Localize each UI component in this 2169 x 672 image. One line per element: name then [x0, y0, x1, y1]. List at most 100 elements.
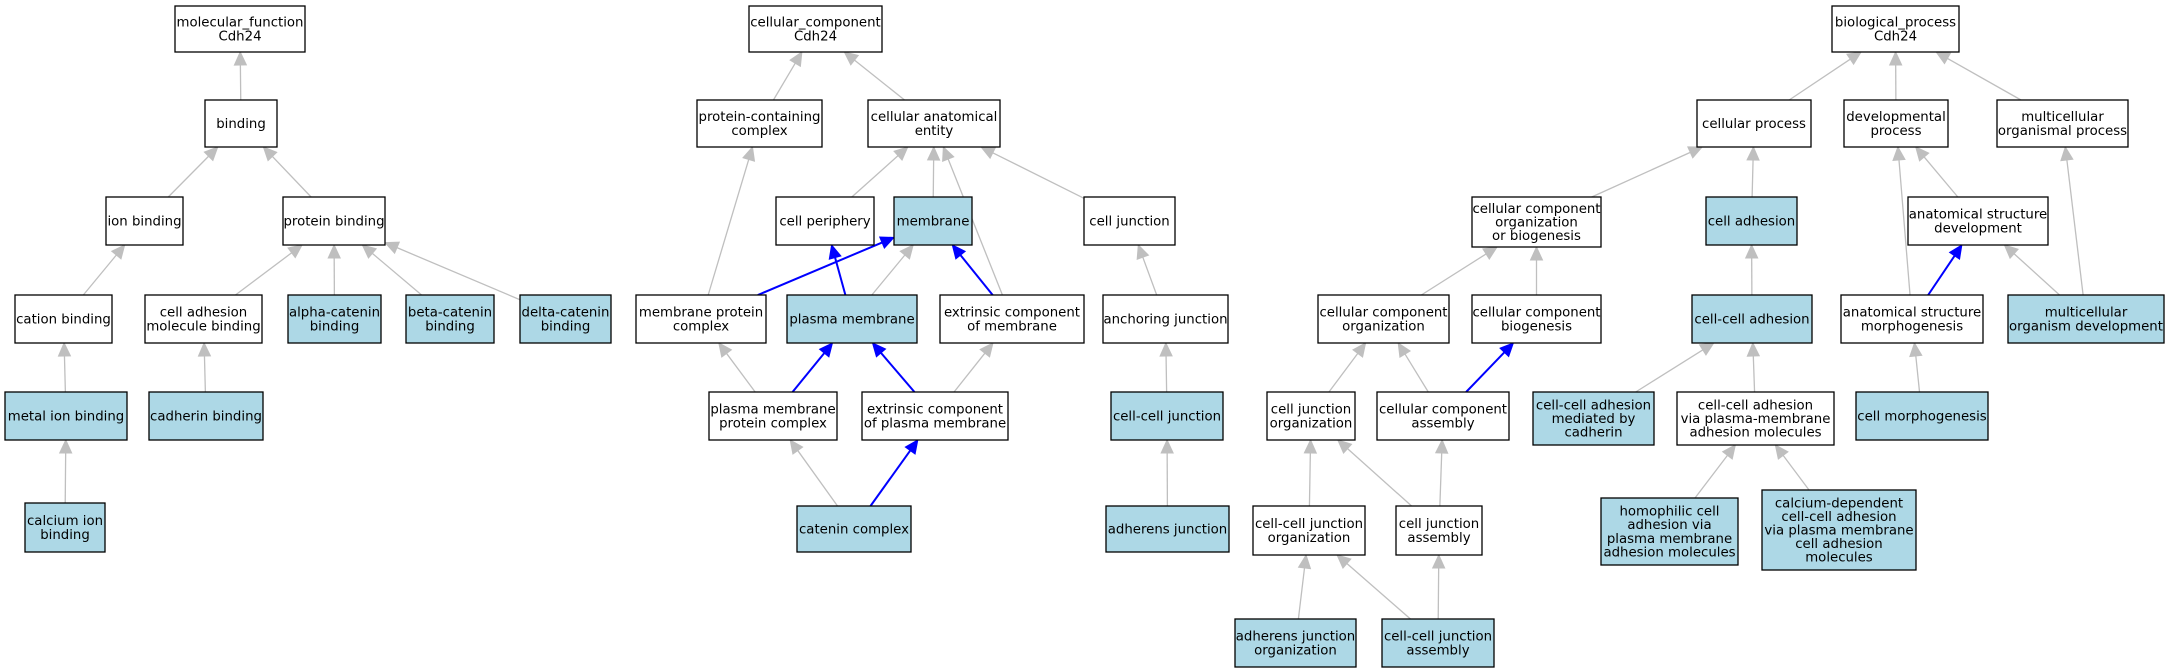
go-term-node-membrane[interactable]: membrane [893, 196, 973, 246]
arrowhead-icon [818, 342, 834, 358]
go-term-node-cation_binding[interactable]: cation binding [14, 294, 113, 344]
node-label-line: cell junction [1399, 517, 1479, 532]
node-label-line: adhesion via [1627, 518, 1711, 533]
node-box [1317, 294, 1450, 344]
arrowhead-icon [57, 341, 72, 357]
edge-line [1404, 353, 1429, 393]
node-label-line: protein binding [283, 215, 384, 230]
edge-cell_adhesion_molecule_binding-to-protein_binding [235, 244, 303, 296]
arrowhead-icon [718, 342, 733, 358]
node-label-line: of membrane [967, 319, 1057, 334]
edge-calcium_ion_binding-to-metal_ion_binding [58, 438, 73, 504]
go-term-node-anchoring_junction[interactable]: anchoring junction [1102, 294, 1229, 344]
go-term-node-adherens_junction[interactable]: adherens junction [1105, 505, 1230, 553]
node-label-line: Cdh24 [218, 29, 261, 44]
node-box [1376, 391, 1510, 441]
node-label-line: morphogenesis [1861, 319, 1963, 334]
node-label-line: adhesion molecules [1689, 426, 1821, 441]
go-term-node-cell_adhesion[interactable]: cell adhesion [1705, 196, 1798, 246]
edge-ion_binding-to-binding [167, 146, 219, 198]
arrowhead-icon [1482, 246, 1499, 260]
node-label-line: catenin complex [799, 523, 909, 538]
go-term-node-protein_binding[interactable]: protein binding [282, 196, 386, 246]
node-label-line: molecular_function [177, 16, 304, 31]
arrowhead-icon [1746, 145, 1760, 161]
node-box [775, 196, 875, 246]
edge-line [947, 158, 1004, 296]
node-label-line: assembly [1406, 643, 1469, 658]
go-term-node-plasma_membrane[interactable]: plasma membrane [786, 294, 918, 344]
edge-alpha_catenin_binding-to-protein_binding [327, 243, 341, 296]
edge-cell_cell_adhesion_mediated_by_cadherin-to-cell_cell_adhesion [1635, 342, 1715, 393]
node-label-line: developmental [1846, 110, 1946, 125]
node-label-line: adherens junction [1108, 523, 1227, 538]
go-term-node-cell_cell_adhesion[interactable]: cell-cell adhesion [1691, 294, 1813, 344]
edge-line [203, 355, 207, 393]
node-label-line: organization [1268, 531, 1351, 546]
go-term-node-cell_cell_junction[interactable]: cell-cell junction [1110, 391, 1224, 441]
arrowhead-icon [1698, 342, 1715, 356]
node-label-line: cellular_component [750, 16, 881, 31]
go-term-node-binding[interactable]: binding [204, 99, 278, 148]
node-box [1471, 196, 1602, 248]
edge-line [992, 152, 1085, 199]
arrowhead-icon [871, 342, 887, 358]
go-term-node-cadherin_binding[interactable]: cadherin binding [148, 391, 264, 441]
go-term-node-metal_ion_binding[interactable]: metal ion binding [4, 391, 128, 441]
node-label-line: cell-cell adhesion [1694, 313, 1809, 328]
arrowhead-icon [951, 244, 967, 260]
edge-cell_adhesion-to-cellular_process [1746, 145, 1760, 198]
go-term-node-cellular_process[interactable]: cellular process [1696, 99, 1812, 148]
arrowhead-icon [1909, 341, 1923, 358]
edge-cellular_anatomical_entity-to-cc [843, 51, 905, 101]
edge-line [396, 247, 521, 301]
node-label-line: binding [425, 319, 475, 334]
node-box [748, 5, 883, 53]
go-term-node-ion_binding[interactable]: ion binding [105, 196, 184, 246]
node-label-line: cell-cell junction [1255, 517, 1363, 532]
edge-membrane_protein_complex-to-membrane [757, 236, 896, 296]
edge-line [1782, 455, 1810, 491]
edge-plasma_membrane_protein_complex-to-plasma_membrane [791, 342, 834, 393]
go-term-node-cell_periphery[interactable]: cell periphery [775, 196, 875, 246]
edge-line [1915, 355, 1921, 393]
arrowhead-icon [979, 342, 994, 358]
go-term-node-cell_morphogenesis[interactable]: cell morphogenesis [1855, 391, 1989, 441]
go-term-node-catenin_complex[interactable]: catenin complex [796, 505, 912, 553]
node-label-line: biogenesis [1501, 319, 1572, 334]
go-term-node-cell_junction[interactable]: cell junction [1083, 196, 1176, 246]
node-label-line: homophilic cell [1619, 505, 1719, 520]
